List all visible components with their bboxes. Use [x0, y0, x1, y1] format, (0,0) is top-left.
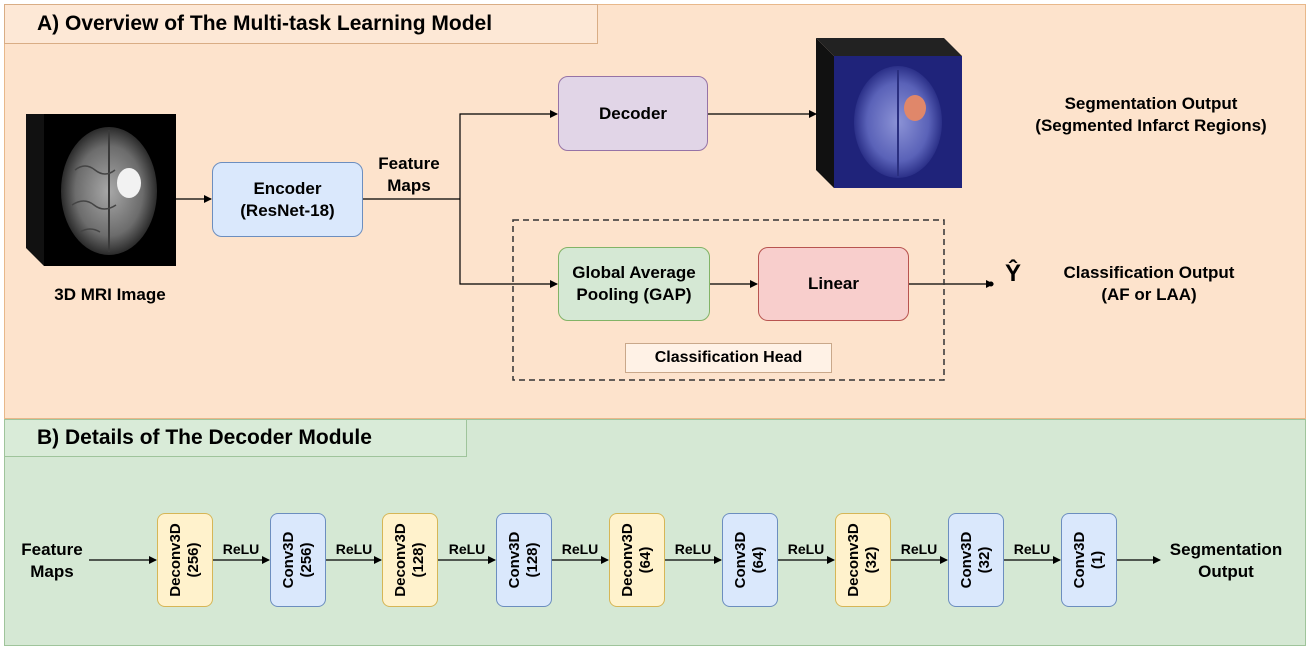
decoder-box: Decoder [558, 76, 708, 151]
feature-maps-label: Feature Maps [378, 154, 440, 195]
relu-label: ReLU [561, 541, 599, 557]
encoder-box: Encoder (ResNet-18) [212, 162, 363, 237]
relu-label: ReLU [900, 541, 938, 557]
layer-deconv3d-128: Deconv3D (128) [382, 513, 438, 607]
gap-box: Global Average Pooling (GAP) [558, 247, 710, 321]
panel-a-title: A) Overview of The Multi-task Learning M… [4, 4, 598, 44]
mri-image-label: 3D MRI Image [54, 285, 166, 304]
decoder-input-label: Feature Maps [21, 540, 83, 581]
panel-a-connectors [176, 110, 994, 288]
segmentation-output-label: Segmentation Output (Segmented Infarct R… [1035, 94, 1267, 135]
layer-deconv3d-64: Deconv3D (64) [609, 513, 665, 607]
linear-box: Linear [758, 247, 909, 321]
classification-head-label: Classification Head [625, 343, 832, 373]
layer-conv3d-128: Conv3D (128) [496, 513, 552, 607]
mri-input-image [26, 114, 176, 266]
layer-deconv3d-32: Deconv3D (32) [835, 513, 891, 607]
relu-label: ReLU [1013, 541, 1051, 557]
relu-label: ReLU [335, 541, 373, 557]
classification-head-frame [512, 219, 945, 381]
layer-conv3d-32: Conv3D (32) [948, 513, 1004, 607]
relu-label: ReLU [222, 541, 260, 557]
y-hat-symbol: Ŷ [1004, 260, 1021, 287]
relu-label: ReLU [674, 541, 712, 557]
panel-b-title: B) Details of The Decoder Module [4, 419, 467, 457]
segmentation-output-image [816, 38, 962, 188]
layer-deconv3d-256: Deconv3D (256) [157, 513, 213, 607]
decoder-output-label: Segmentation Output [1169, 540, 1283, 581]
layer-conv3d-256: Conv3D (256) [270, 513, 326, 607]
relu-label: ReLU [448, 541, 486, 557]
relu-label: ReLU [787, 541, 825, 557]
classification-output-label: Classification Output (AF or LAA) [1063, 263, 1235, 304]
layer-conv3d-1: Conv3D (1) [1061, 513, 1117, 607]
output-dot [988, 281, 994, 287]
layer-conv3d-64: Conv3D (64) [722, 513, 778, 607]
